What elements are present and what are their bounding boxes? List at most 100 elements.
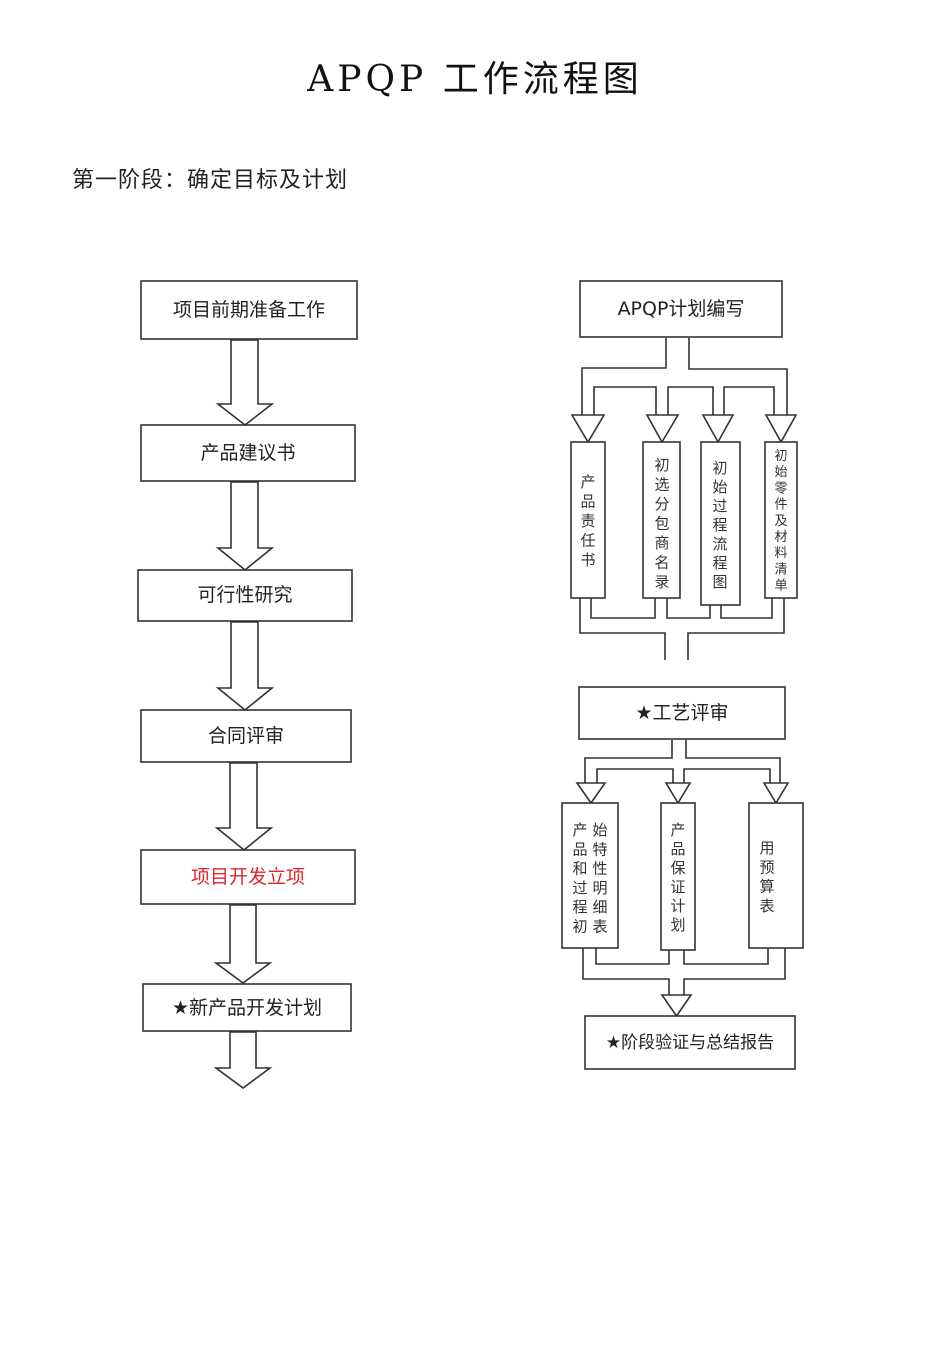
vertical-char: 图 [712,573,727,591]
vertical-char: 初 [654,456,669,474]
branch-connector [688,338,788,415]
stage-verification-box: ★阶段验证与总结报告 [584,1015,796,1070]
vertical-char: 责 [580,512,595,530]
down-arrow-icon [214,762,274,852]
step-box [579,280,783,338]
branch-connector [581,338,667,415]
vertical-char: 品 [580,493,595,511]
down-arrow-icon [215,339,275,427]
plan-output-4: 初始零件及材料清单 [764,441,798,599]
step-box [748,802,804,949]
vertical-char: 用 [759,839,774,857]
vertical-char: 清 [774,562,787,577]
vertical-char: 品 [572,840,587,858]
vertical-char: 算 [759,878,774,896]
step-label: ★新产品开发计划 [172,997,322,1019]
vertical-char: 产 [670,821,685,839]
down-arrow-icon [215,621,275,712]
vertical-char: 预 [759,858,774,876]
vertical-char: 和 [572,860,587,878]
vertical-label: 初始过程流程图 [712,459,727,591]
merge-connector [595,948,670,965]
step-box [660,802,696,951]
branch-connector [584,740,673,783]
branch-connector [683,768,771,783]
merge-connector [720,598,773,619]
vertical-char: 程 [712,554,727,572]
review-output-3: 用预算表 [748,802,804,949]
step-label: 项目前期准备工作 [173,299,325,321]
step-label: ★工艺评审 [635,702,728,724]
down-arrow-icon [213,1031,273,1089]
vertical-char: 商 [654,534,669,552]
review-output-1: 产品和过程初 始特性明细表 [561,802,619,949]
branch-connector [685,740,781,783]
vertical-char: 表 [759,897,774,915]
vertical-char: 性 [592,860,607,878]
vertical-char: 件 [774,497,787,512]
vertical-label: 产品保证计划 [670,821,685,934]
vertical-char: 始 [712,478,727,496]
branch-connector [593,386,657,415]
vertical-label: 初选分包商名录 [654,456,669,591]
vertical-char: 过 [712,497,727,515]
vertical-char: 初 [712,459,727,477]
step-box [764,441,798,599]
step-box [561,802,619,949]
step-box [140,280,358,340]
stage-heading: 第一阶段：确定目标及计划 [72,168,349,193]
branch-connector [723,386,775,415]
step-label: 可行性研究 [197,584,292,606]
step-box [578,686,786,740]
vertical-char: 录 [654,573,669,591]
left-step-4: 合同评审 [140,709,352,763]
vertical-char: 产 [572,821,587,839]
vertical-char: 细 [592,898,607,916]
right-flow: APQP计划编写 产品责任书 初选分包商名录 初始过程流程图 初始零件及材料清单 [561,280,804,1070]
vertical-char: 程 [712,516,727,534]
down-arrow-icon [762,782,790,805]
left-step-6: ★新产品开发计划 [142,983,352,1032]
step-box [700,441,741,606]
vertical-char: 程 [572,898,587,916]
down-arrow-icon [213,904,273,984]
vertical-char: 始 [774,465,787,480]
vertical-char: 保 [670,859,685,877]
vertical-char: 单 [774,578,787,593]
vertical-label: 始特性明细表 [592,821,607,936]
merge-connector [590,598,656,619]
vertical-char: 特 [592,840,607,858]
craft-review-box: ★工艺评审 [578,686,786,740]
left-step-1: 项目前期准备工作 [140,280,358,340]
step-box [142,983,352,1032]
vertical-char: 表 [592,918,607,936]
vertical-label: 用预算表 [759,839,774,915]
vertical-char: 初 [572,918,587,936]
vertical-char: 初 [774,449,787,464]
merge-connector [687,598,785,660]
plan-output-1: 产品责任书 [570,441,606,599]
vertical-char: 始 [592,821,607,839]
vertical-char: 选 [654,476,669,494]
merge-connector [683,948,769,965]
step-box [570,441,606,599]
vertical-char: 产 [580,473,595,491]
branch-connector [667,386,714,415]
vertical-char: 书 [580,551,595,569]
step-label: 合同评审 [208,725,284,747]
vertical-char: 分 [654,495,669,513]
step-box [137,569,353,622]
step-label: APQP计划编写 [618,298,745,320]
vertical-char: 名 [654,554,669,572]
vertical-label: 初始零件及材料清单 [774,449,787,594]
down-arrow-icon [664,782,692,805]
down-arrow-icon [575,782,607,805]
step-box [584,1015,796,1070]
step-box [140,424,356,482]
down-arrow-icon [645,414,680,444]
vertical-char: 过 [572,879,587,897]
vertical-char: 证 [670,878,685,896]
apqp-plan-box: APQP计划编写 [579,280,783,338]
vertical-char: 材 [774,530,787,545]
